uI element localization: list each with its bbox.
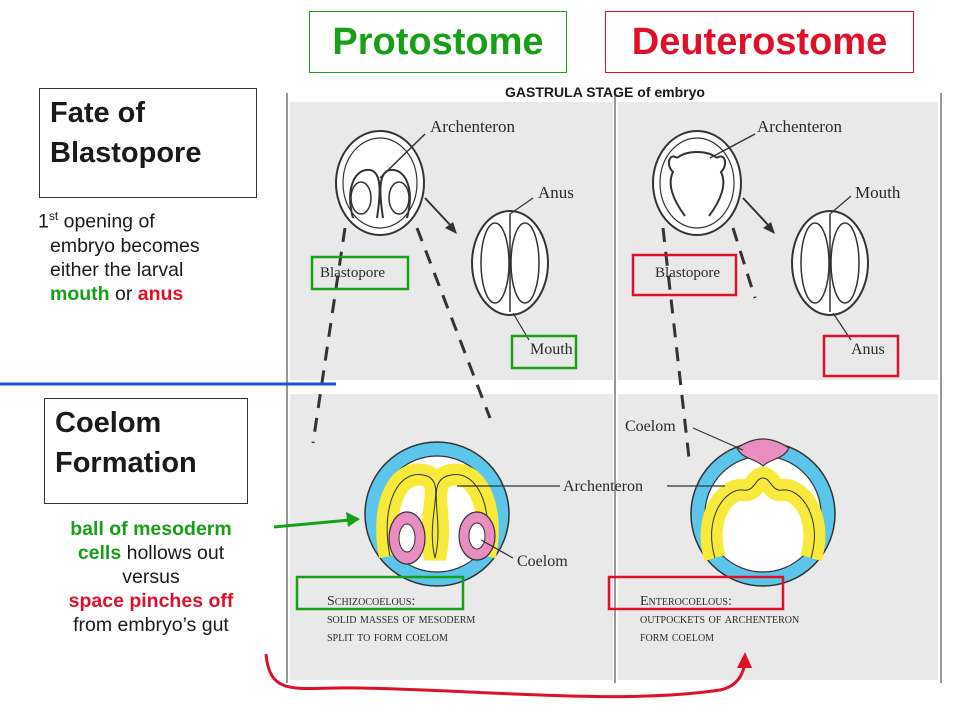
deuterostome-larva [791,210,869,316]
proto-blastopore-highlight [310,255,410,291]
proto-coelom-label: Coelom [517,553,568,570]
protostome-larva [471,210,549,316]
protostome-coelom-embryo [364,441,510,587]
proto-archenteron-label: Archenteron [430,117,515,136]
deuterostome-coelom-embryo [690,438,836,587]
schizocoelous-line3: split to form coelom [327,630,448,645]
deuterostome-title: Deuterostome [605,11,914,73]
gastrula-stage-label: GASTRULA STAGE of embryo [505,84,705,100]
development-arrow [424,197,454,229]
deuterostome-gastrula-embryo [652,130,742,236]
enterocoelous-line3: form coelom [640,630,714,645]
blastopore-description: 1st opening of embryo becomes either the… [38,204,268,306]
protostome-title: Protostome [309,11,567,73]
mouth-word: mouth [50,282,110,305]
anus-word: anus [137,282,184,305]
embryo-figure: Archenteron Anus Blastopore Mouth Archen… [285,88,945,688]
proto-blastopore-label: Blastopore [320,265,385,281]
proto-mouth-label: Mouth [530,341,573,358]
coelom-formation-heading: Coelom Formation [44,398,248,504]
deutero-archenteron-label: Archenteron [757,117,842,136]
green-pointer-arrow [273,518,351,529]
enterocoelous-highlight [607,575,785,611]
fate-of-blastopore-heading: Fate of Blastopore [39,88,257,198]
deutero-coelom-label: Coelom [625,418,676,435]
proto-mouth-highlight [510,334,578,370]
enterocoelous-line2: outpockets of archenteron [640,612,799,627]
schizocoelous-highlight [295,575,465,611]
development-arrow [742,197,772,229]
deutero-mouth-label: Mouth [855,183,901,202]
fate-heading-line1: Fate of [50,97,146,129]
enterocoelous-line1: Enterocoelous: [640,594,732,609]
fate-heading-line2: Blastopore [50,137,202,169]
ordinal-number: 1 [38,210,49,233]
deutero-blastopore-highlight [631,253,738,297]
coelom-desc-line4: space pinches off [68,590,234,612]
coelom-heading-line2: Formation [55,447,197,479]
coelom-desc-line1: ball of mesoderm [70,518,232,540]
ordinal-suffix: st [48,209,59,223]
coelom-heading-line1: Coelom [55,407,162,439]
schizocoelous-line2: solid masses of mesoderm [327,612,475,627]
deutero-anus-label: Anus [851,341,885,358]
schizocoelous-line1: Schizocoelous: [327,594,415,609]
proto-anus-label: Anus [538,183,574,202]
desc-line3: either the larval [50,258,184,281]
coelom-description: ball of mesoderm cells hollows out versu… [26,517,276,637]
deutero-blastopore-label: Blastopore [655,265,720,281]
deutero-anus-highlight [822,334,900,378]
desc-line2: embryo becomes [50,234,200,257]
archenteron-label: Archenteron [563,478,643,495]
coelom-desc-line2: hollows out [121,542,225,564]
coelom-desc-line3: versus [122,566,180,588]
red-curved-arrow [264,653,747,699]
desc-line1: opening of [58,210,155,233]
or-word: or [109,282,138,305]
cells-word: cells [77,542,122,564]
coelom-desc-line5: from embryo’s gut [73,614,229,636]
